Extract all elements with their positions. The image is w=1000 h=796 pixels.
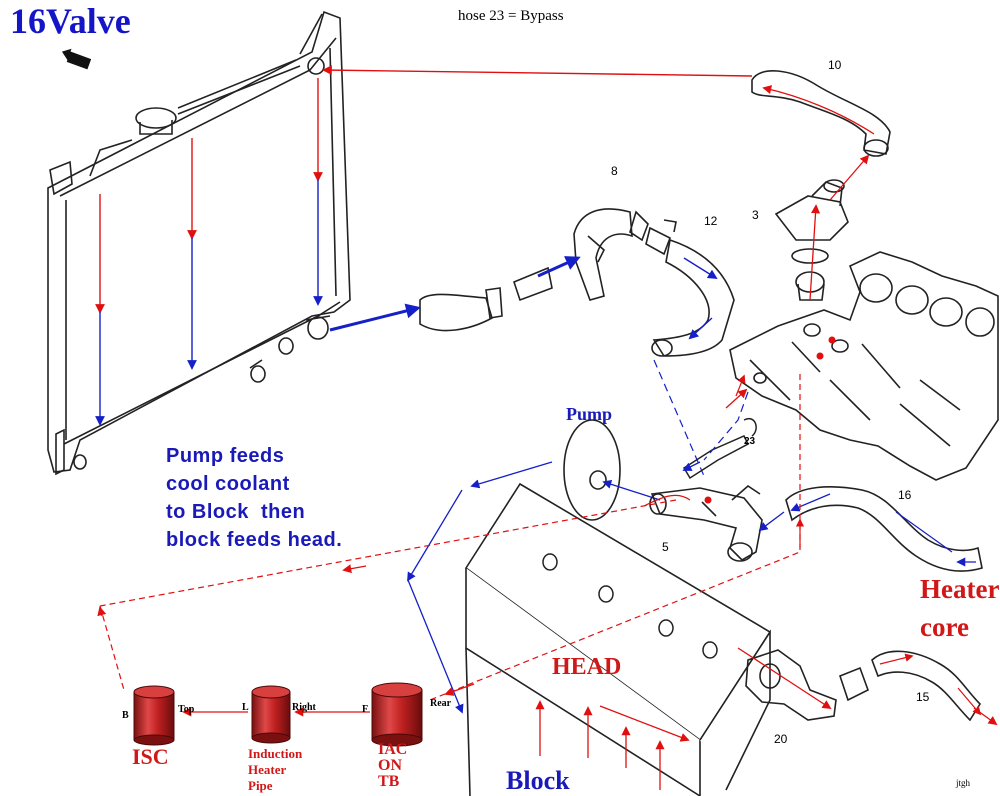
diagram-title: 16Valve [10, 1, 131, 41]
radiator-hot-flow [95, 78, 323, 314]
iac-line-1: IAC [378, 741, 408, 758]
iac-line-3: TB [378, 773, 400, 790]
part-number-16: 16 [898, 488, 912, 502]
part-number-12: 12 [704, 214, 718, 228]
heater-hose-16 [785, 486, 983, 572]
lower-hose-assembly [419, 208, 735, 357]
water-pipe-5 [649, 484, 763, 562]
engine-block [464, 482, 772, 796]
water-pump [563, 419, 621, 521]
isc-cylinder [133, 685, 175, 746]
upper-hose-10 [751, 70, 891, 157]
head-label: HEAD [552, 654, 622, 680]
heater-core-label-1: Heater [920, 574, 1000, 604]
pump-label: Pump [566, 404, 613, 424]
isc-b-label: B [122, 710, 129, 721]
radiator [47, 10, 351, 476]
iac-rear-label: Rear [430, 698, 452, 709]
heater-core-label-2: core [920, 612, 969, 642]
head-flow-arrows [535, 700, 690, 790]
note-line-2: cool coolant [166, 473, 290, 495]
flow-to-radiator-top [322, 65, 753, 77]
bypass-hose-23 [682, 417, 757, 480]
note-line-3: to Block then [166, 501, 306, 523]
induction-heater-pipe-cylinder [251, 685, 291, 744]
radiator-cool-flow [95, 180, 323, 426]
iac-cylinder [371, 682, 423, 747]
thermostat-housing [774, 179, 849, 301]
induction-line-3: Pipe [248, 778, 273, 793]
flow-radiator-outlet [329, 303, 421, 332]
flow-note: Pump feeds cool coolant to Block then bl… [166, 442, 342, 554]
part-number-8: 8 [611, 164, 618, 178]
signature: jtgh [956, 778, 971, 788]
fwd-tag [61, 48, 92, 70]
note-line-1: Pump feeds [166, 445, 285, 467]
part-number-3: 3 [752, 208, 759, 222]
part-number-10: 10 [828, 58, 842, 72]
note-line-4: block feeds head. [166, 529, 343, 551]
intake-manifold [729, 251, 999, 481]
induction-l-label: L [242, 702, 249, 713]
induction-line-2: Heater [248, 762, 287, 777]
part-number-20: 20 [774, 732, 788, 746]
part-number-23: 23 [744, 436, 756, 447]
isc-label: ISC [132, 744, 169, 769]
dashed-hot-paths [99, 374, 801, 701]
iac-line-2: ON [378, 757, 402, 774]
iac-f-label: F [362, 704, 369, 715]
bypass-caption: hose 23 = Bypass [458, 8, 564, 24]
block-holes [542, 553, 718, 659]
isc-top-label: Top [178, 704, 195, 715]
block-label: Block [506, 766, 570, 795]
part-number-15: 15 [916, 690, 930, 704]
induction-line-1: Induction [248, 746, 303, 761]
part-number-5: 5 [662, 540, 669, 554]
induction-right-label: Right [292, 702, 316, 713]
